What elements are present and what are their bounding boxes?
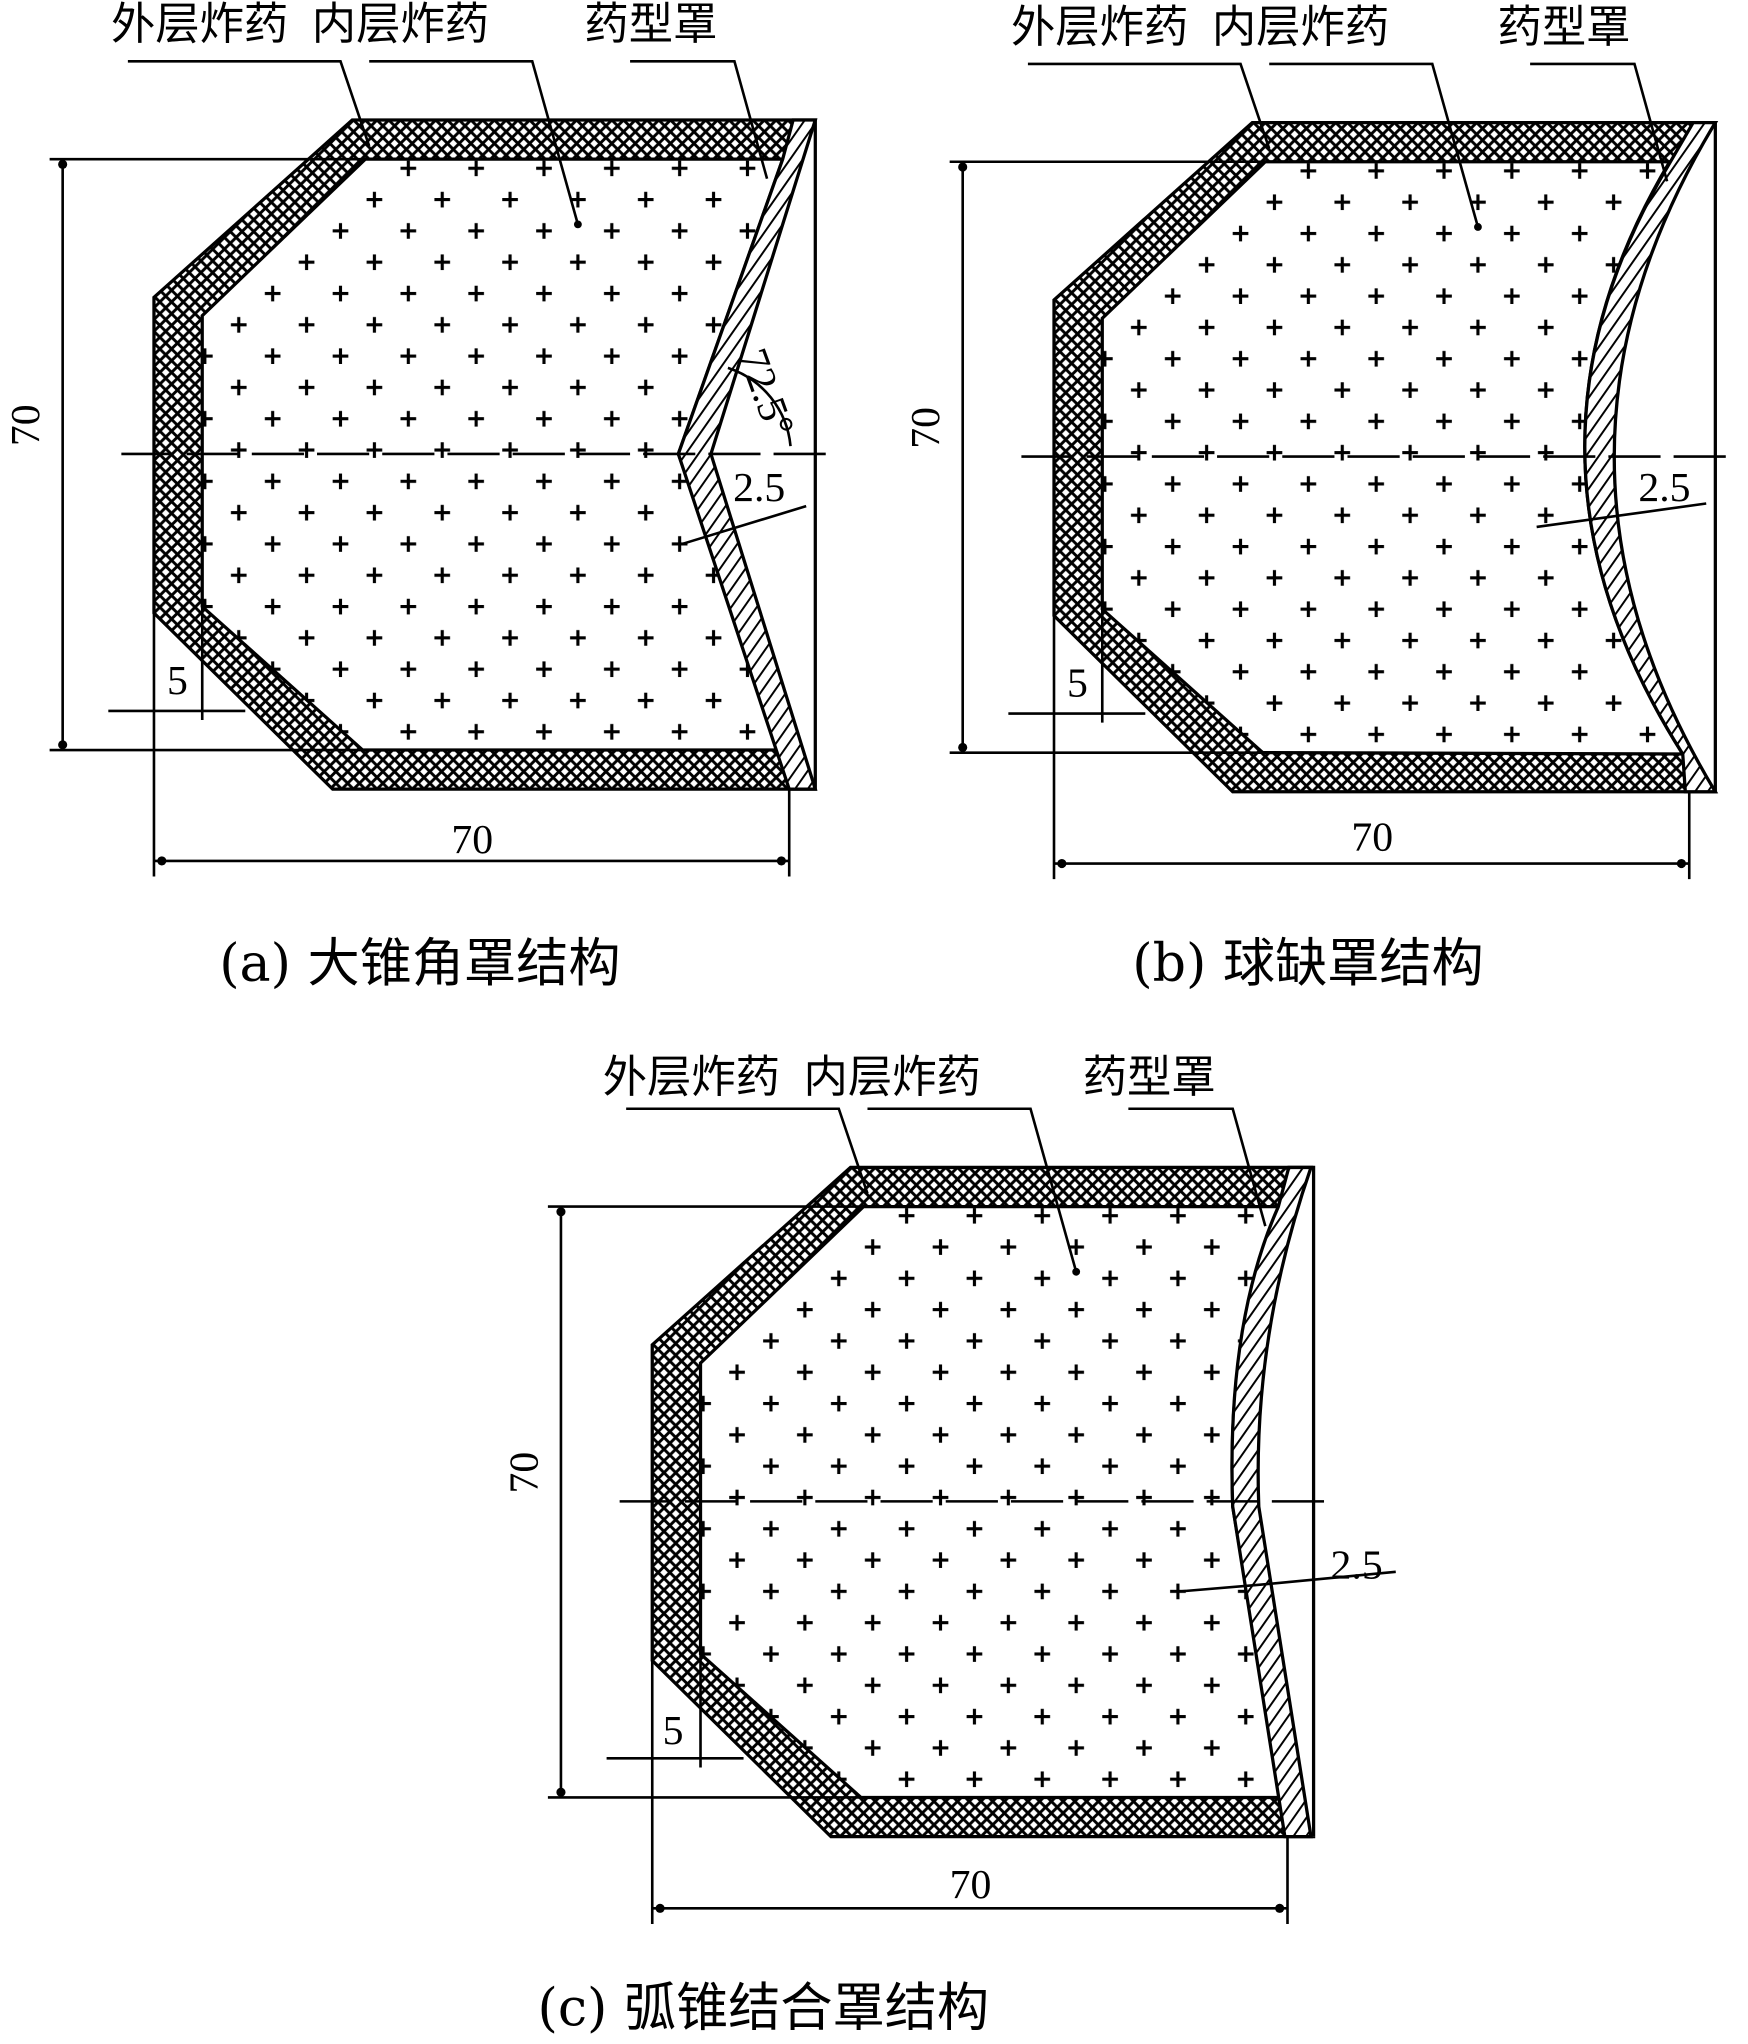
liner [676,118,818,791]
inner-label-leader-dot [1072,1267,1081,1276]
label-outer-explosive: 外层炸药 [1011,2,1188,53]
liner-label-leader [1128,1107,1267,1227]
inner-label-leader-dot [1474,223,1482,231]
wall-dimension-line [606,1653,744,1768]
liner-thickness-leader [681,504,807,546]
inner-label-leader [1269,62,1480,228]
wall-dimension-line [1008,609,1146,723]
width-dimension-line [1052,615,1691,880]
panel-c-geometry [547,1107,1396,1924]
caption-b: (b) 球缺罩结构 [1132,934,1483,994]
height-dimension-line [49,157,366,752]
dim-wall: 5 [167,658,188,704]
panel-c: 外层炸药 内层炸药 药型罩 70 70 5 2.5 (c) 弧锥结合罩结构 [501,1052,1396,2039]
inner-label-leader-dot [573,220,582,229]
panel-a: 外层炸药 内层炸药 药型罩 70 70 5 2.5 72.5° (a) 大锥角罩… [3,0,839,994]
dim-height: 70 [903,407,949,449]
dimension-arrow [556,1787,566,1797]
dimension-arrow [655,1903,665,1913]
label-outer-explosive: 外层炸药 [111,0,288,50]
dimension-arrow [1676,858,1686,869]
liner-label-leader [1530,62,1669,182]
height-dimension-line [547,1205,864,1799]
inner-label-leader [369,60,580,225]
dimension-arrow [776,856,786,866]
dimension-arrow [958,742,968,752]
dim-wall: 5 [663,1708,684,1754]
dim-width: 70 [1351,814,1393,860]
inner-label-leader [867,1107,1078,1273]
label-inner-explosive: 内层炸药 [1212,2,1389,53]
dimension-arrow [1275,1903,1285,1913]
caption-a: (a) 大锥角罩结构 [219,934,620,994]
panel-b-geometry [949,62,1739,880]
outer-label-leader [626,1107,869,1194]
dimension-arrow [1057,858,1067,869]
label-inner-explosive: 内层炸药 [804,1052,981,1103]
dim-liner-thickness: 2.5 [1638,465,1690,511]
height-dimension-line [949,160,1266,754]
label-liner: 药型罩 [1498,2,1631,53]
dim-liner-thickness: 2.5 [733,465,785,511]
dim-wall: 5 [1067,661,1088,707]
dim-height: 70 [3,404,49,446]
liner [1230,1165,1314,1839]
liner-cavity [710,120,820,790]
label-liner: 药型罩 [1083,1052,1216,1103]
label-inner-explosive: 内层炸药 [312,0,489,50]
panel-b: 外层炸药 内层炸药 药型罩 70 70 5 2.5 (b) 球缺罩结构 [903,2,1739,994]
dim-height: 70 [501,1452,547,1494]
dimension-arrow [556,1207,566,1217]
dimension-arrow [58,159,68,169]
width-dimension-line [650,1660,1289,1924]
panel-a-geometry [49,60,839,877]
dimension-arrow [157,856,167,866]
outer-label-leader [127,60,371,147]
dimension-arrow [958,162,968,172]
caption-c: (c) 弧锥结合罩结构 [537,1979,989,2039]
dim-width: 70 [950,1862,992,1908]
liner-thickness-leader [1180,1570,1396,1593]
liner-label-leader [630,60,769,180]
liner-thickness-leader [1536,502,1707,529]
label-liner: 药型罩 [584,0,717,50]
width-dimension-line [152,613,791,877]
label-outer-explosive: 外层炸药 [603,1052,780,1103]
dim-liner-thickness: 2.5 [1331,1542,1383,1588]
outer-label-leader [1027,62,1271,150]
dimension-arrow [58,740,68,750]
wall-dimension-line [108,606,246,721]
angle-arc [727,366,792,447]
dim-width: 70 [451,817,493,863]
